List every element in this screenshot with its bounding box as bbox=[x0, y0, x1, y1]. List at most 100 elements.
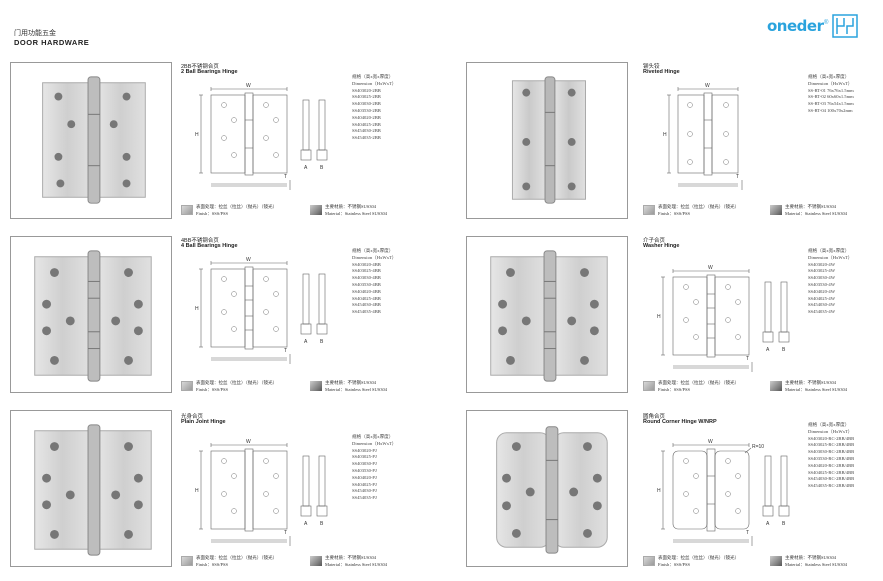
spec-item: SS404020-RC-2BB/4BB bbox=[808, 462, 855, 468]
finish-en: Finish：SSS/PSS bbox=[196, 386, 229, 392]
spec-item: SS403530-4W bbox=[808, 281, 836, 287]
spec-list: 规格（高x宽x厚度） Dimension（HxWxT） SS403020-4BB… bbox=[352, 248, 396, 316]
spec-item: SS454035-4BB bbox=[352, 309, 381, 315]
dimension-label-w: W bbox=[705, 83, 710, 89]
spec-heading-en: Dimension（HxWxT） bbox=[808, 254, 853, 260]
spec-heading-en: Dimension（HxWxT） bbox=[352, 254, 397, 260]
finish-swatch-icon bbox=[643, 381, 655, 391]
finish-text: 表面处理：拉丝（拉丝）（抛光）（镜光）Finish：SSS/PSS bbox=[196, 204, 277, 218]
screw-label-a: A bbox=[766, 347, 770, 353]
finish-cn: 表面处理：拉丝（拉丝）（抛光）（镜光） bbox=[196, 204, 277, 209]
spec-item: SS-RT-04 100x70x2mm bbox=[808, 107, 853, 113]
product-title-en: Riveted Hinge bbox=[643, 69, 680, 75]
screw-label-b: B bbox=[782, 347, 786, 353]
finish-swatch-icon bbox=[181, 556, 193, 566]
brand-logo-registered: ® bbox=[824, 20, 829, 26]
spec-item: SS-RT-02 60x60x1.5mm bbox=[808, 94, 854, 100]
material-en: Material：Stainless Steel SUS304 bbox=[785, 561, 847, 567]
spec-heading-en: Dimension（HxWxT） bbox=[808, 80, 853, 86]
product-title-cn: 铆头铰 bbox=[643, 64, 660, 70]
dimension-label-radius: R=10 bbox=[752, 444, 764, 450]
spec-item: SS-RT-01 76x76x1.5mm bbox=[808, 87, 854, 93]
product-title-cn: 圆角合页 bbox=[643, 414, 666, 420]
technical-drawing-round-corner: W H T R=10 A B bbox=[652, 436, 802, 548]
spec-item: SS403530-RC-2BB/4BB bbox=[808, 455, 855, 461]
screw-label-b: B bbox=[782, 521, 786, 527]
spec-heading-cn: 规格（高x宽x厚度） bbox=[352, 434, 394, 439]
product-photo-4bb-hinge bbox=[10, 236, 172, 393]
dimension-label-w: W bbox=[708, 439, 713, 445]
spec-heading-cn: 规格（高x宽x厚度） bbox=[808, 422, 850, 427]
spec-item: SS403020-PJ bbox=[352, 447, 377, 453]
product-photo-plain-joint-hinge bbox=[10, 410, 172, 567]
screw-label-b: B bbox=[320, 339, 324, 345]
spec-item: SS403030-4BB bbox=[352, 275, 381, 281]
finish-cn: 表面处理：拉丝（拉丝）（抛光）（镜光） bbox=[196, 380, 277, 385]
technical-drawing-riveted: W H T bbox=[660, 80, 760, 192]
material-en: Material：Stainless Steel SUS304 bbox=[785, 386, 847, 392]
spec-item: SS454035-RC-2BB/4BB bbox=[808, 483, 855, 489]
dimension-label-t: T bbox=[284, 348, 287, 354]
dimension-label-h: H bbox=[195, 132, 199, 138]
dimension-label-w: W bbox=[708, 265, 713, 271]
product-title-en: Round Corner Hinge W/NRP bbox=[643, 419, 717, 425]
finish-cn: 表面处理：拉丝（拉丝）（抛光）（镜光） bbox=[658, 204, 739, 209]
spec-item: SS403030-4W bbox=[808, 275, 836, 281]
spec-item: SS403030-PJ bbox=[352, 461, 377, 467]
spec-item: SS403020-4BB bbox=[352, 261, 381, 267]
product-title-cn: 介子合页 bbox=[643, 238, 666, 244]
technical-drawing-plain-joint: W H T A B bbox=[190, 436, 340, 548]
finish-en: Finish：SSS/PSS bbox=[658, 210, 691, 216]
product-title-cn: 2BB不锈钢合页 bbox=[181, 64, 219, 70]
spec-item: SS404020-4BB bbox=[352, 288, 381, 294]
finish-swatch-icon bbox=[181, 205, 193, 215]
dimension-label-h: H bbox=[657, 314, 661, 320]
screw-label-a: A bbox=[304, 165, 308, 171]
dimension-label-w: W bbox=[246, 257, 251, 263]
product-photo-round-corner-hinge bbox=[466, 410, 628, 567]
product-title-cn: 光身合页 bbox=[181, 414, 204, 420]
spec-item: SS403025-4W bbox=[808, 268, 836, 274]
spec-item: SS404025-PJ bbox=[352, 481, 377, 487]
spec-item: SS454035-4W bbox=[808, 309, 836, 315]
spec-item: SS404025-2BB bbox=[352, 121, 381, 127]
product-title-en: 4 Ball Bearings Hinge bbox=[181, 243, 238, 249]
finish-en: Finish：SSS/PSS bbox=[658, 386, 691, 392]
screw-label-a: A bbox=[304, 521, 308, 527]
material-en: Material：Stainless Steel SUS304 bbox=[325, 386, 387, 392]
spec-item: SS403530-PJ bbox=[352, 467, 377, 473]
brand-logo-mark-icon bbox=[832, 14, 858, 38]
dimension-label-w: W bbox=[246, 439, 251, 445]
hinge-photo-riveted-icon bbox=[511, 76, 586, 204]
material-cn: 主要材质：不锈钢SUS304 bbox=[325, 380, 377, 385]
spec-list: 规格（高x宽x厚度） Dimension（HxWxT） SS403020-4W … bbox=[808, 248, 852, 316]
finish-en: Finish：SSS/PSS bbox=[658, 561, 691, 567]
dimension-label-w: W bbox=[246, 83, 251, 89]
spec-item: SS454030-4BB bbox=[352, 302, 381, 308]
spec-heading-cn: 规格（高x宽x厚度） bbox=[808, 248, 850, 253]
material-cn: 主要材质：不锈钢SUS304 bbox=[325, 555, 377, 560]
spec-item: SS403020-2BB bbox=[352, 87, 381, 93]
screw-label-b: B bbox=[320, 521, 324, 527]
spec-list: 规格（高x宽x厚度） Dimension（HxWxT） SS403020-2BB… bbox=[352, 74, 396, 142]
finish-text: 表面处理：拉丝（拉丝）（抛光）（镜光）Finish：SSS/PSS bbox=[658, 555, 739, 569]
spec-item: SS403020-4W bbox=[808, 261, 836, 267]
material-swatch-icon bbox=[310, 381, 322, 391]
screw-label-a: A bbox=[304, 339, 308, 345]
material-cn: 主要材质：不锈钢SUS304 bbox=[785, 555, 837, 560]
material-cn: 主要材质：不锈钢SUS304 bbox=[785, 204, 837, 209]
spec-item: SS403025-RC-2BB/4BB bbox=[808, 442, 855, 448]
spec-item: SS404020-4W bbox=[808, 288, 836, 294]
material-en: Material：Stainless Steel SUS304 bbox=[325, 561, 387, 567]
finish-text: 表面处理：拉丝（拉丝）（抛光）（镜光）Finish：SSS/PSS bbox=[658, 380, 739, 394]
spec-item: SS404025-4BB bbox=[352, 295, 381, 301]
spec-item: SS403530-2BB bbox=[352, 107, 381, 113]
finish-en: Finish：SSS/PSS bbox=[196, 561, 229, 567]
product-title-cn: 4BB不锈钢合页 bbox=[181, 238, 219, 244]
spec-item: SS454030-2BB bbox=[352, 128, 381, 134]
technical-drawing-2bb: W H T A B bbox=[190, 80, 340, 192]
material-swatch-icon bbox=[770, 556, 782, 566]
